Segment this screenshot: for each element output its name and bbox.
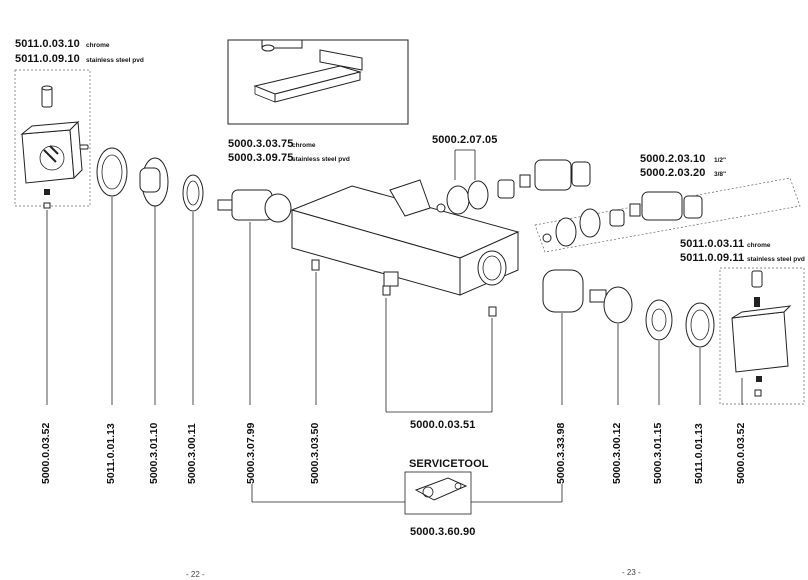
left-parts-drawing — [96, 147, 292, 223]
vertical-code-10: 5011.0.01.13 — [693, 423, 705, 484]
right-top-size-a: 1/2" — [714, 157, 727, 164]
page-number-right: - 23 - — [622, 568, 641, 577]
right-handle-drawing — [731, 270, 792, 397]
right-handle-group-box — [719, 267, 805, 405]
right-top-size-b: 3/8" — [714, 171, 727, 178]
left-handle-drawing — [20, 85, 89, 209]
top-left-code-steel: 5011.0.09.10 — [15, 53, 80, 65]
right-parts-drawing — [436, 159, 715, 348]
right-top-code-a: 5000.2.03.10 — [640, 153, 706, 165]
vertical-code-4: 5000.3.00.11 — [186, 423, 198, 484]
vertical-code-11: 5000.0.03.52 — [735, 422, 747, 484]
inset-note-chrome: chrome — [292, 142, 316, 149]
right-mid-code-steel: 5011.0.09.11 — [680, 252, 745, 264]
vertical-code-9: 5000.3.01.15 — [652, 422, 664, 484]
inset-code-steel: 5000.3.09.75 — [228, 152, 294, 164]
servicetool-drawing — [404, 471, 472, 515]
vertical-code-8: 5000.3.00.12 — [611, 422, 623, 484]
vertical-code-6: 5000.3.03.50 — [309, 422, 321, 484]
top-left-note-chrome: chrome — [86, 42, 110, 49]
top-left-code-chrome: 5011.0.03.10 — [15, 38, 80, 50]
center-top-code: 5000.2.07.05 — [432, 134, 498, 146]
right-top-code-b: 5000.2.03.20 — [640, 167, 706, 179]
right-mid-note-steel: stainless steel pvd — [747, 256, 805, 263]
inset-spout-drawing — [253, 39, 363, 103]
right-mid-note-chrome: chrome — [747, 242, 771, 249]
vertical-code-2: 5011.0.01.13 — [105, 423, 117, 484]
inset-code-chrome: 5000.3.03.75 — [228, 138, 294, 150]
leader-lines — [46, 149, 743, 503]
vertical-code-3: 5000.3.01.10 — [148, 422, 160, 484]
inset-note-steel: stainless steel pvd — [292, 156, 350, 163]
top-left-note-steel: stainless steel pvd — [86, 57, 144, 64]
body-code: 5000.0.03.51 — [410, 419, 476, 431]
left-handle-group-box — [14, 69, 91, 207]
main-body-drawing — [290, 179, 520, 317]
vertical-code-1: 5000.0.03.52 — [40, 422, 52, 484]
vertical-code-7: 5000.3.33.98 — [555, 422, 567, 484]
right-mid-code-chrome: 5011.0.03.11 — [680, 238, 745, 250]
servicetool-code: 5000.3.60.90 — [410, 526, 476, 538]
servicetool-title: SERVICETOOL — [409, 458, 489, 470]
page-number-left: - 22 - — [186, 570, 205, 579]
cartridge-group-box — [534, 177, 801, 253]
vertical-code-5: 5000.3.07.99 — [245, 422, 257, 484]
